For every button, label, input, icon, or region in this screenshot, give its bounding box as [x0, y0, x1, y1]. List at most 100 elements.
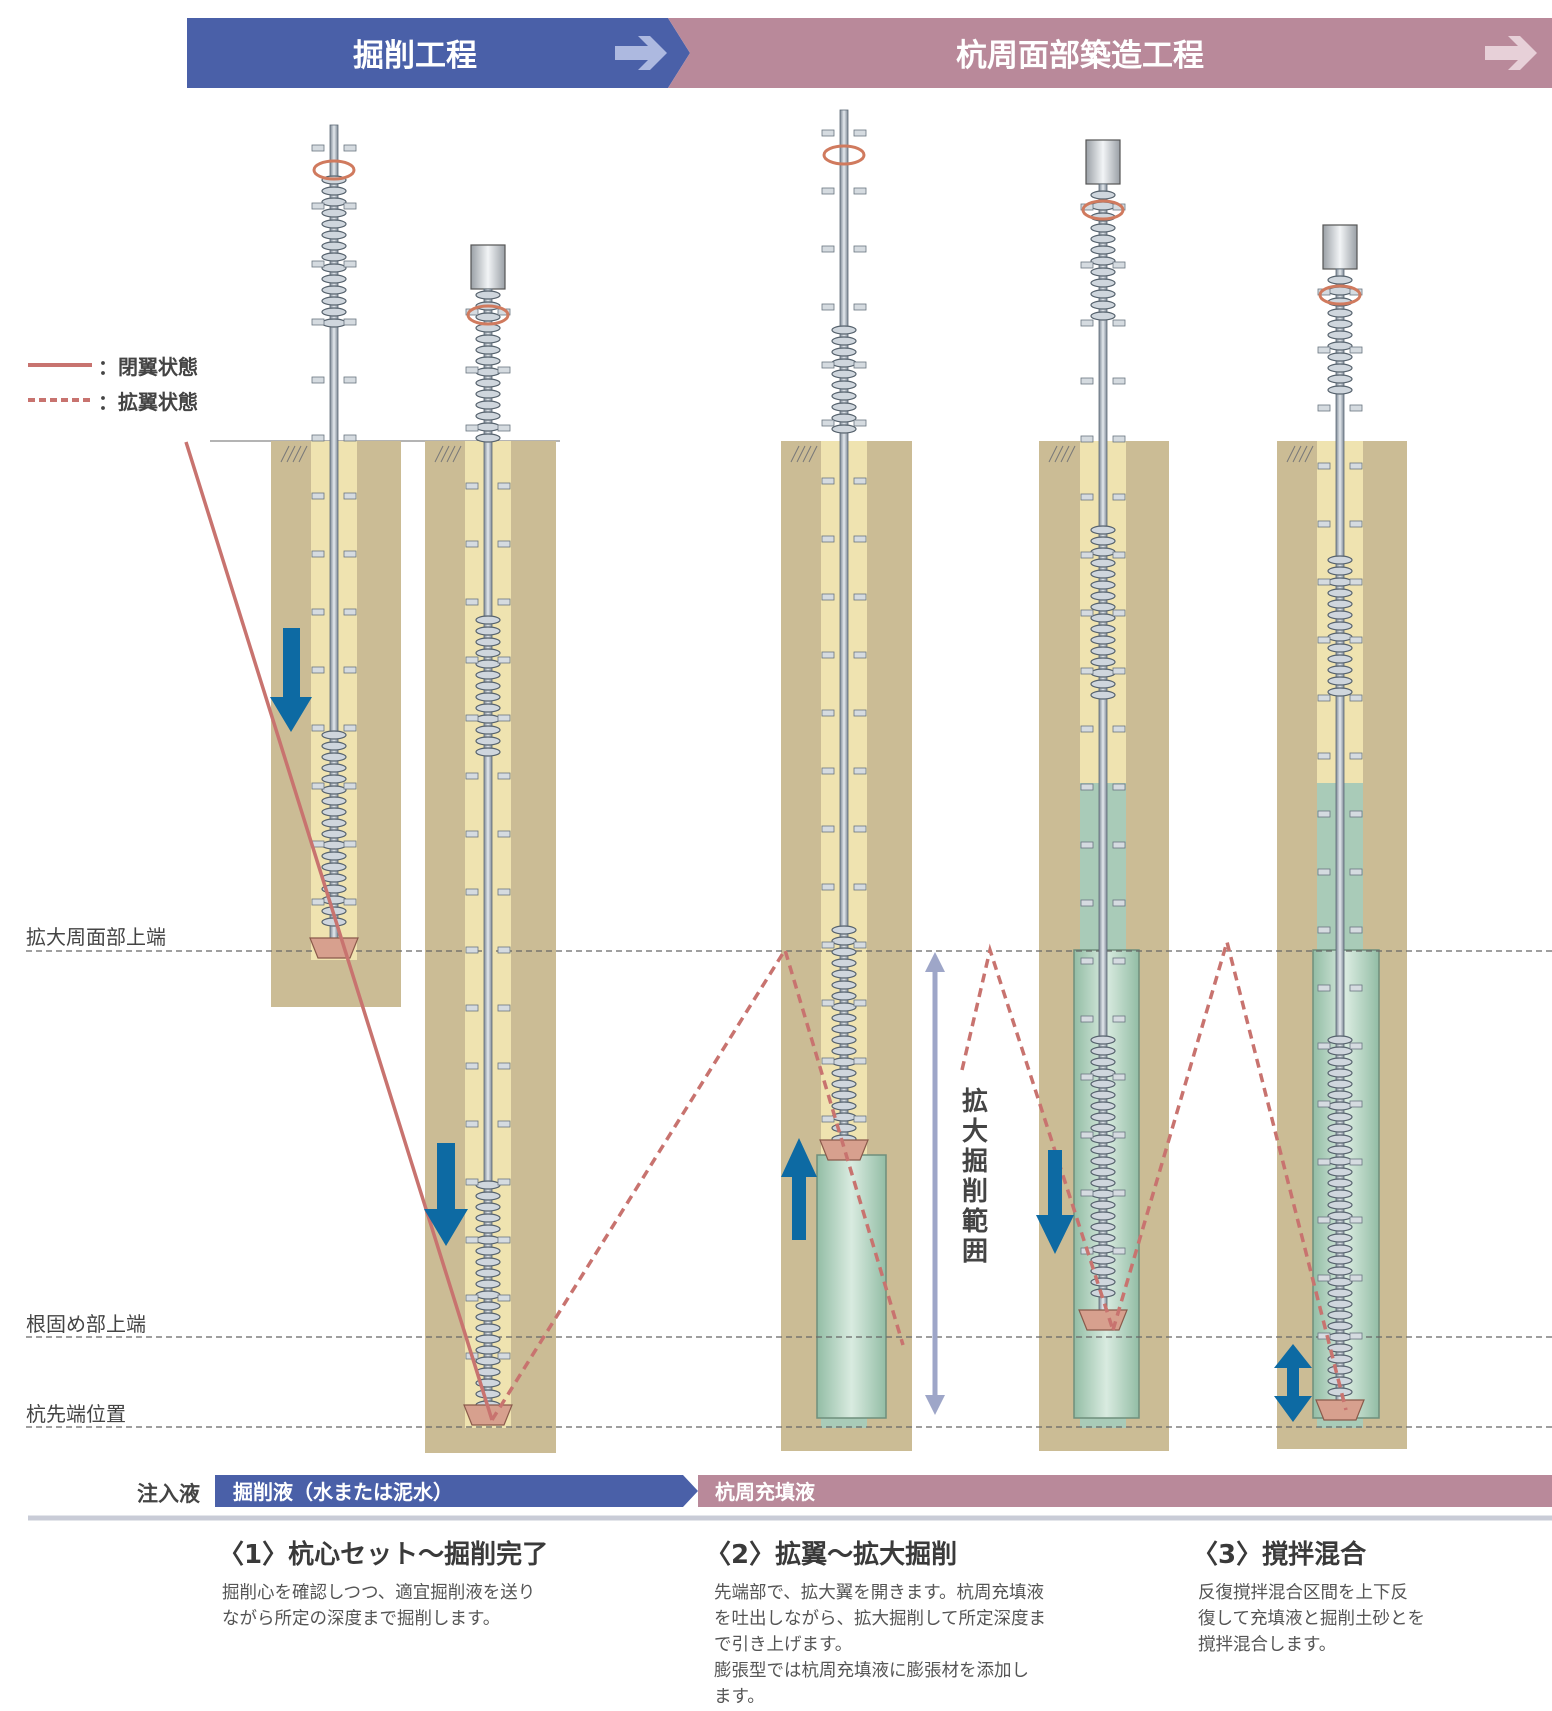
auger-flight	[1090, 1090, 1116, 1100]
auger-flight	[1090, 591, 1116, 601]
step1-text: 掘削心を確認しつつ、適宜掘削液を送り ながら所定の深度まで掘削します。	[222, 1580, 535, 1632]
auger-flight	[1090, 1189, 1116, 1199]
rod-bracket	[853, 999, 867, 1007]
auger-flight	[1327, 308, 1353, 318]
auger-flight	[321, 197, 347, 207]
auger-flight	[831, 391, 857, 401]
rod-bracket	[1112, 667, 1126, 675]
rod-bracket	[1112, 1247, 1126, 1255]
movement-arrows	[270, 628, 1312, 1422]
rod-bracket	[1349, 1100, 1363, 1108]
auger-flight	[1090, 657, 1116, 667]
ground-hatch	[1298, 445, 1308, 463]
auger-flight	[321, 241, 347, 251]
motor-head	[470, 244, 506, 290]
auger-flight	[1327, 1343, 1353, 1353]
rod-bracket	[1349, 1332, 1363, 1340]
ground-hatch	[292, 445, 302, 463]
rotation-icon	[466, 304, 510, 326]
auger-flight	[1327, 566, 1353, 576]
rod-bracket	[1080, 1073, 1094, 1081]
rod-bracket	[1080, 377, 1094, 385]
auger-flight	[1090, 1244, 1116, 1254]
pile-tip-label: 杭先端位置	[26, 1402, 126, 1426]
auger-flight	[321, 895, 347, 905]
rod-bracket	[821, 535, 835, 543]
auger-flight	[1090, 1112, 1116, 1122]
auger-flight	[1090, 1134, 1116, 1144]
auger-flight	[1090, 1211, 1116, 1221]
auger-flight	[1327, 1321, 1353, 1331]
auger-flight	[1090, 1156, 1116, 1166]
auger-flight	[1327, 1288, 1353, 1298]
auger-flight	[831, 925, 857, 935]
auger-flight	[831, 413, 857, 423]
rod-bracket	[311, 144, 325, 152]
drill-bit	[1315, 1399, 1365, 1421]
auger-flight	[475, 1389, 501, 1399]
auger-flight	[1327, 1079, 1353, 1089]
auger-flight	[1327, 555, 1353, 565]
rod-bracket	[1080, 1189, 1094, 1197]
auger-flight	[1327, 1255, 1353, 1265]
rod-bracket	[1349, 868, 1363, 876]
auger-flight	[475, 692, 501, 702]
step1-title: 〈1〉杭心セット～掘削完了	[218, 1540, 549, 1570]
auger-flight	[1327, 1112, 1353, 1122]
auger-flight	[475, 725, 501, 735]
auger-flight	[1090, 245, 1116, 255]
phase1-bar	[187, 18, 690, 88]
rod-bracket	[853, 651, 867, 659]
step3-line: 撹拌混合します。	[1198, 1635, 1337, 1655]
legend-open-label: ：拡翼状態	[98, 390, 198, 414]
auger-flight	[321, 851, 347, 861]
auger-flight	[1090, 1057, 1116, 1067]
auger-flight	[1327, 341, 1353, 351]
auger-flight	[1327, 1090, 1353, 1100]
rod-bracket	[1317, 810, 1331, 818]
auger-flight	[1327, 1046, 1353, 1056]
auger-flight	[475, 615, 501, 625]
step1-line: ながら所定の深度まで掘削します。	[222, 1609, 501, 1629]
rod-bracket	[853, 303, 867, 311]
rod-bracket	[343, 492, 357, 500]
rod-bracket	[1317, 984, 1331, 992]
auger-flight	[475, 411, 501, 421]
auger-flight	[475, 1312, 501, 1322]
rod-bracket	[497, 482, 511, 490]
auger-flight	[1090, 300, 1116, 310]
auger-flight	[831, 1057, 857, 1067]
rod-bracket	[821, 767, 835, 775]
auger-flight	[1090, 602, 1116, 612]
auger-flight	[1327, 1387, 1353, 1397]
ground-hatch	[440, 445, 450, 463]
auger-flight	[1327, 385, 1353, 395]
ground-hatch	[1066, 445, 1076, 463]
rod-bracket	[465, 714, 479, 722]
auger-flight	[831, 1035, 857, 1045]
auger-flight	[1090, 536, 1116, 546]
rod-bracket	[821, 999, 835, 1007]
rod-bracket	[465, 656, 479, 664]
rod-bracket	[497, 424, 511, 432]
auger-flight	[831, 369, 857, 379]
rotation-icon	[312, 159, 356, 181]
auger-flight	[1090, 690, 1116, 700]
auger-flight	[321, 741, 347, 751]
auger-flight	[475, 637, 501, 647]
rod-bracket	[1112, 899, 1126, 907]
range-label: 拡大掘削範囲	[962, 1087, 988, 1267]
auger-flight	[475, 312, 501, 322]
auger-flight	[1327, 1156, 1353, 1166]
phase-header-bar: 掘削工程 杭周面部築造工程	[187, 18, 1552, 88]
rod-bracket	[497, 1004, 511, 1012]
auger-flight	[321, 829, 347, 839]
auger-flight	[321, 230, 347, 240]
rod-bracket	[1317, 578, 1331, 586]
ground-hatch	[446, 445, 456, 463]
fluid2-bar	[698, 1475, 1552, 1507]
auger-flight	[475, 1224, 501, 1234]
rod-bracket	[1317, 1042, 1331, 1050]
rod-bracket	[1317, 1274, 1331, 1282]
